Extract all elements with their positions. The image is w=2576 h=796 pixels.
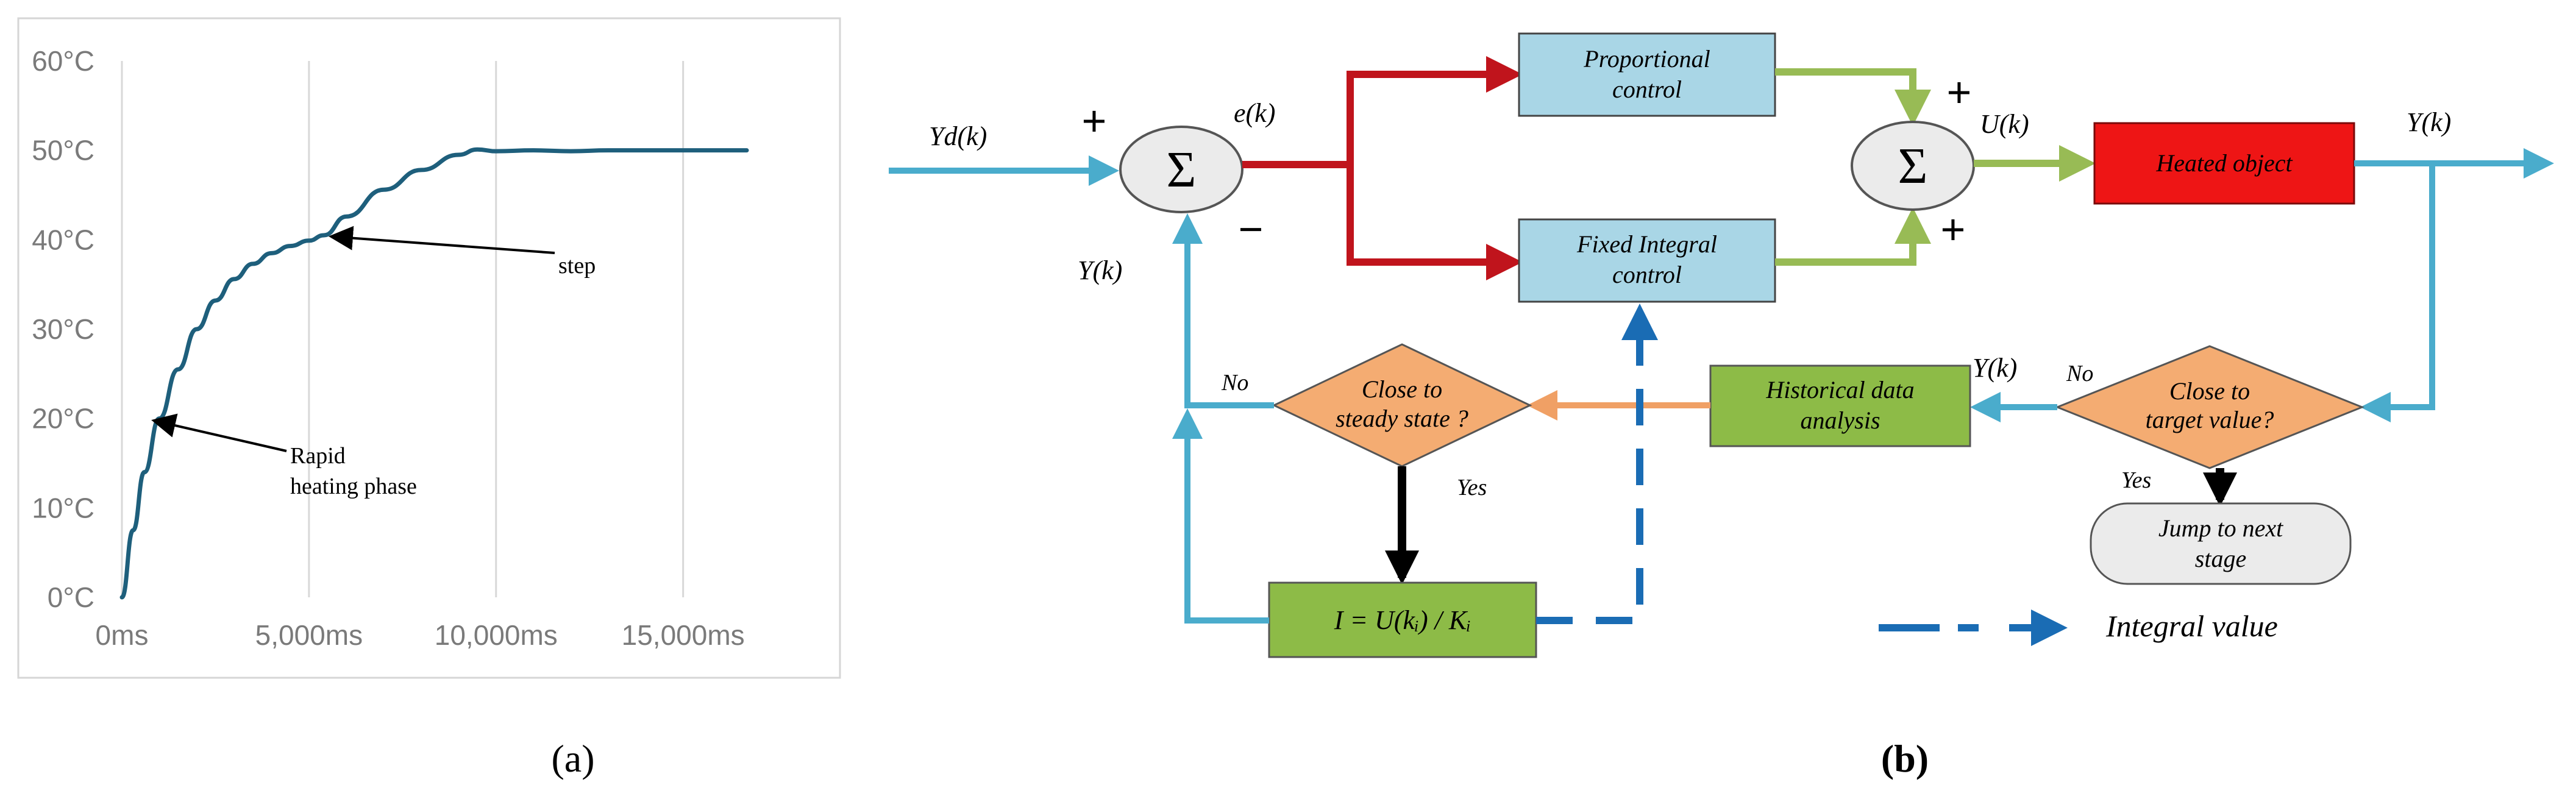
- target-decision-line1: Close to: [2169, 377, 2250, 405]
- y-tick-label-0: 0°C: [48, 581, 94, 613]
- error-signal-label: e(k): [1234, 98, 1275, 128]
- sum2-plus-top: +: [1947, 68, 1972, 116]
- integral-label-line1: Fixed Integral: [1576, 230, 1717, 258]
- proportional-label-line2: control: [1612, 76, 1682, 103]
- panel-a-label: (a): [551, 737, 594, 780]
- heated-object-label: Heated object: [2155, 149, 2293, 177]
- output-to-target-check-path: [2360, 163, 2435, 422]
- chart-frame: [17, 17, 841, 679]
- x-tick-label-2: 10,000ms: [435, 619, 558, 651]
- step-annotation-arrow: [329, 226, 555, 254]
- summing-junction-1: [1119, 126, 1244, 213]
- proportional-to-sum2-path: [1775, 68, 1931, 126]
- x-tick-label-0: 0ms: [96, 619, 149, 651]
- steady-decision-line1: Close to: [1362, 375, 1442, 403]
- integral-label-line2: control: [1612, 261, 1682, 288]
- jump-label-line1: Jump to next: [2158, 514, 2283, 542]
- sum2-plus-bottom: +: [1941, 205, 1966, 253]
- legend-integral-value: Integral value: [2105, 609, 2278, 643]
- pid-block-diagram: Yd(k) + − Σ e(k) Proportional control Fi…: [889, 32, 2554, 658]
- formula-to-feedback-path: [1172, 408, 1269, 624]
- steady-decision-line2: steady state ?: [1336, 405, 1468, 432]
- input-signal-label: Yd(k): [929, 121, 987, 151]
- y-tick-label-6: 60°C: [32, 45, 94, 77]
- steady-yes-label: Yes: [1457, 475, 1487, 500]
- sum1-plus-sign: +: [1082, 97, 1107, 144]
- history-label-line2: analysis: [1800, 407, 1880, 434]
- error-to-proportional-path: [1242, 56, 1523, 168]
- proportional-label-line1: Proportional: [1583, 45, 1710, 73]
- temperature-series-line: [119, 147, 749, 600]
- rapid-heating-arrow: [151, 413, 287, 452]
- integral-value-dashed-path: [1536, 304, 1658, 624]
- integral-formula-box: [1268, 581, 1537, 658]
- heating-phase-annotation: heating phase: [290, 474, 417, 499]
- sum1-symbol: Σ: [1167, 141, 1197, 198]
- target-no-label: No: [2066, 361, 2093, 386]
- step-annotation: step: [558, 253, 596, 279]
- target-value-decision: [2054, 345, 2365, 469]
- target-yes-label: Yes: [2121, 467, 2151, 493]
- x-tick-labels: 0ms 5,000ms 10,000ms 15,000ms: [96, 619, 745, 651]
- temperature-chart: 0°C 10°C 20°C 30°C 40°C 50°C 60°C 0ms 5,000ms 10…: [17, 17, 841, 679]
- x-tick-label-3: 15,000ms: [622, 619, 745, 651]
- jump-label-line2: stage: [2195, 545, 2246, 572]
- y-tick-label-4: 40°C: [32, 224, 94, 255]
- x-tick-label-1: 5,000ms: [255, 619, 363, 651]
- rapid-annotation: Rapid: [290, 443, 346, 469]
- jump-next-stage-box: [2090, 502, 2352, 585]
- sum1-minus-sign: −: [1239, 205, 1264, 253]
- panel-b-label: (b): [1881, 737, 1929, 780]
- y-tick-label-3: 30°C: [32, 313, 94, 345]
- steady-no-feedback-path: [1172, 213, 1274, 408]
- history-label-line1: Historical data: [1765, 376, 1914, 403]
- target-decision-line2: target value?: [2146, 406, 2274, 433]
- feedback-signal-label: Y(k): [1078, 255, 1122, 285]
- y-tick-labels: 0°C 10°C 20°C 30°C 40°C 50°C 60°C: [32, 45, 94, 613]
- error-to-integral-path: [1347, 165, 1523, 280]
- steady-no-label: No: [1221, 370, 1248, 396]
- output-signal-label: Y(k): [2407, 107, 2451, 137]
- y-tick-label-5: 50°C: [32, 135, 94, 166]
- sum2-symbol: Σ: [1898, 138, 1928, 194]
- fixed-integral-control-box: [1518, 218, 1776, 303]
- control-signal-label: U(k): [1980, 109, 2029, 139]
- integral-formula: I = U(kᵢ) / Kᵢ: [1334, 605, 1471, 635]
- integral-to-sum2-path: [1775, 207, 1931, 266]
- historical-data-analysis-box: [1709, 364, 1971, 447]
- y-tick-label-2: 20°C: [32, 403, 94, 435]
- y-tick-label-1: 10°C: [32, 492, 94, 524]
- history-input-label: Y(k): [1973, 353, 2017, 383]
